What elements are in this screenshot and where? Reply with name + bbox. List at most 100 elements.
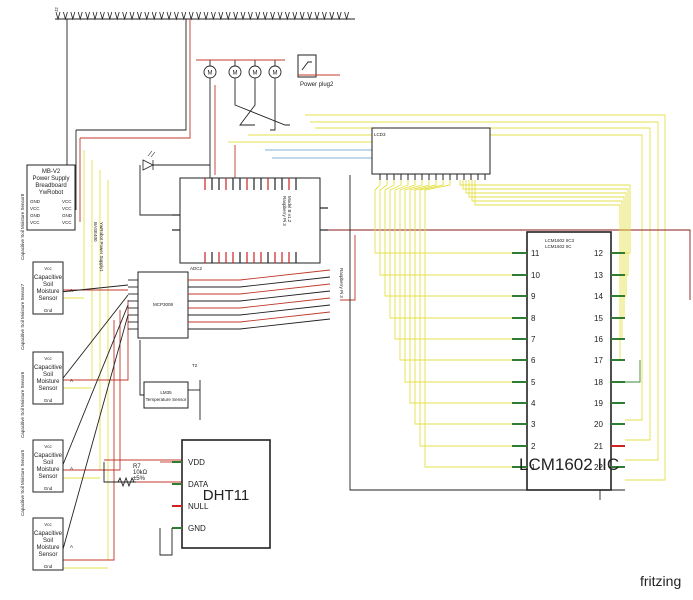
header-pin	[55, 11, 61, 21]
fritzing-logo: fritzing	[640, 573, 681, 589]
fan-wire	[414, 180, 512, 425]
adc-wire	[188, 318, 331, 330]
lcd-title-2: LCM1602 IIC	[545, 244, 572, 249]
sensor-vcc-label: Vcc	[44, 266, 52, 271]
sensor-body-label: Moisture	[36, 467, 60, 473]
sensor-side-label: Capacitive Soil Moisture Sensor7	[20, 283, 25, 350]
header-pin	[196, 11, 201, 21]
fan-wire	[394, 180, 512, 340]
sensor-a-label: A	[70, 544, 73, 549]
header-pin	[285, 11, 290, 21]
header-pin	[63, 11, 68, 21]
header-pin	[211, 11, 216, 21]
header-pin	[100, 11, 105, 21]
sensor-vcc-label: Vcc	[44, 522, 52, 527]
sensor-wire	[59, 314, 129, 561]
header-pin	[203, 11, 209, 21]
lcd-pin-number: 20	[594, 420, 603, 429]
sensor-wire	[59, 304, 129, 473]
supply-pin-label: GND	[62, 213, 73, 218]
fan-wire	[374, 180, 512, 254]
lcd-pin-number: 13	[594, 271, 603, 280]
header-pin	[174, 11, 179, 21]
power-plug: Power plug2	[297, 54, 340, 88]
fan-wire	[419, 180, 512, 447]
header-pin	[225, 11, 231, 21]
power-supply-title-4: YwRobot	[39, 190, 64, 196]
adc-wire	[188, 311, 331, 323]
header-pin	[85, 11, 90, 21]
fan-wire	[424, 180, 512, 468]
adc-wire	[188, 276, 331, 288]
supply-pin-label: GND	[30, 199, 41, 204]
sensor-side-label: Capacitive Soil Moisture Sensor5	[20, 449, 25, 516]
sensor-body	[32, 351, 64, 405]
supply-pin-label: VCC	[30, 220, 40, 225]
header-pin	[292, 11, 298, 21]
adc-wire	[188, 269, 331, 281]
header-pin	[233, 11, 238, 21]
sensor-a-label: A	[70, 466, 73, 471]
sensor-body	[32, 439, 64, 493]
sensor-body-label: Soil	[43, 282, 53, 288]
header-pin	[307, 11, 312, 21]
header-pin	[137, 11, 142, 21]
motor-label: M	[233, 71, 238, 77]
header-pin	[122, 11, 127, 21]
header-pin	[159, 11, 164, 21]
sensor-body-label: Soil	[43, 460, 53, 466]
soil-sensors: VccCapacitiveSoilMoistureSensorGndACapac…	[20, 193, 73, 571]
motor-wiring	[196, 59, 290, 180]
dht11-name: DHT11	[203, 487, 249, 504]
lcd-pin-number: 18	[594, 378, 603, 387]
fan-wires	[374, 180, 631, 468]
header-pin	[262, 11, 268, 21]
supply-pin-label: VCC	[62, 199, 72, 204]
lcd-pin-number: 3	[531, 420, 536, 429]
rpi-side-label: Raspberry Pi 3	[339, 268, 344, 298]
lcd-small-label: LCD3	[374, 132, 386, 137]
header-pin	[314, 11, 320, 21]
lcd-pin-number: 5	[531, 378, 536, 387]
sensor-body-label: Sensor	[38, 552, 57, 558]
led-indicator	[139, 150, 210, 216]
lcd-pin-number: 2	[531, 442, 536, 451]
sensor-body-label: Capacitive	[34, 453, 63, 459]
lcd-bottom-label: LCM1602 IIC	[519, 455, 619, 474]
lcd-pin-number: 21	[594, 442, 603, 451]
header-pin	[255, 11, 261, 21]
header-pin	[218, 11, 224, 21]
fan-wire	[384, 180, 512, 297]
resistor-tolerance: ±5%	[133, 476, 146, 482]
supply-pin-label: GND	[30, 213, 41, 218]
lcd-pin-number: 1	[531, 463, 536, 472]
lcd-pin-number: 4	[531, 399, 536, 408]
supply-pin-label: VCC	[30, 206, 40, 211]
header-pin	[329, 11, 335, 21]
dht11-sensor: DHT11 VDD DATA NULL GND	[159, 439, 271, 556]
svg-text:J2: J2	[54, 7, 59, 12]
header-pin	[77, 11, 83, 21]
header-pin	[188, 11, 194, 21]
lcd-module: LCM1602 IIC3 LCM1602 IIC 111098765432112…	[512, 231, 625, 491]
sensor-body	[32, 517, 64, 571]
adc-chip-label: MCP3008	[153, 302, 174, 307]
power-plug-label: Power plug2	[300, 82, 334, 88]
header-pin	[322, 11, 327, 21]
fan-wire	[465, 180, 627, 297]
fan-wire	[399, 180, 512, 361]
header-pin	[270, 11, 275, 21]
power-supply-title-3: Breadboard	[35, 183, 66, 189]
t2-label: T2	[192, 363, 198, 368]
fan-wire	[462, 180, 629, 276]
header-pin	[70, 11, 76, 21]
sensor-body	[32, 261, 64, 315]
lcd-title-1: LCM1602 IIC3	[545, 238, 575, 243]
sensor-gnd-label: Gnd	[44, 308, 53, 313]
resistor-ref: R7	[133, 464, 141, 470]
power-supply-module: MB-V2 Power Supply Breadboard YwRobot GN…	[26, 164, 104, 272]
fan-wire	[379, 180, 512, 276]
supply-side-label: YwRobot Power Supply1	[99, 222, 104, 272]
adc-label: ADC2	[190, 266, 203, 271]
